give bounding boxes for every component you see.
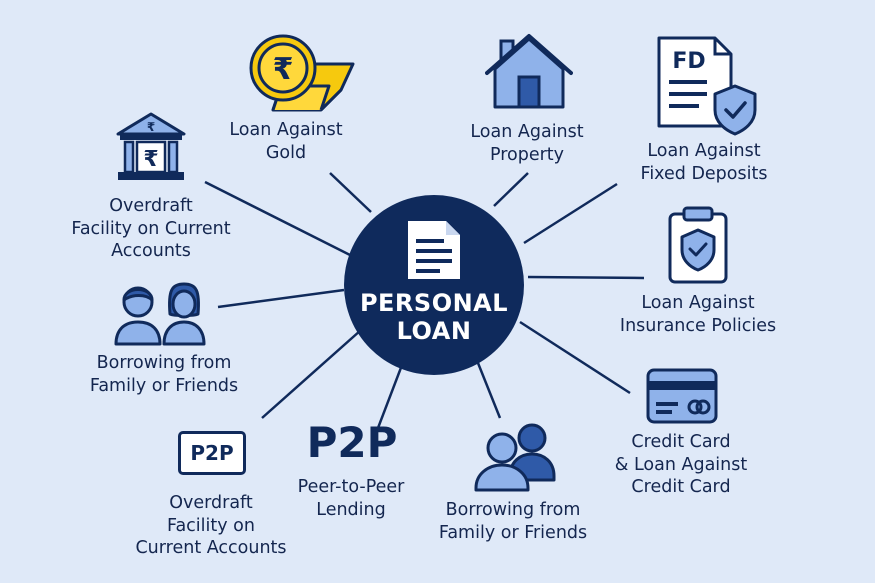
node-label-property: Loan Against Property [452, 121, 602, 166]
node-label-gold: Loan Against Gold [222, 119, 350, 164]
bank-roof-rupee: ₹ [147, 120, 155, 134]
spoke-family-left [217, 288, 345, 309]
fd-document-shield-icon: FD [657, 36, 757, 136]
label-line: Fixed Deposits [640, 163, 768, 184]
couple-icon [114, 282, 206, 346]
label-line: Current Accounts [135, 538, 287, 558]
node-label-family-left: Borrowing from Family or Friends [80, 352, 248, 397]
label-line: Loan Against [641, 293, 755, 313]
label-line: Facility on [167, 515, 255, 536]
two-people-icon [474, 423, 556, 492]
label-line: Facility on Current [71, 218, 231, 239]
node-label-family-bottom: Borrowing from Family or Friends [425, 499, 601, 544]
label-line: & Loan Against [614, 454, 748, 475]
label-line: Peer-to-Peer [297, 477, 405, 497]
label-line: Property [489, 144, 565, 165]
label-line: Lending [316, 499, 386, 520]
label-line: Family or Friends [89, 375, 239, 396]
spoke-fd [523, 182, 618, 245]
gold-coin-bar-icon: ₹ [249, 34, 355, 112]
label-line: Loan Against [470, 122, 584, 142]
label-line: Credit Card [631, 432, 731, 452]
label-line: Overdraft [169, 493, 253, 513]
label-line: Loan Against [647, 141, 761, 161]
bank-body-rupee: ₹ [143, 147, 158, 172]
p2p-box-icon: P2P [178, 431, 246, 475]
spoke-property [493, 172, 529, 207]
node-label-credit-card: Credit Card & Loan Against Credit Card [606, 431, 756, 499]
spoke-gold [329, 172, 372, 213]
label-line: Family or Friends [438, 522, 588, 543]
fd-text: FD [672, 49, 705, 74]
spoke-insurance [527, 275, 645, 280]
label-line: Borrowing from [96, 353, 232, 373]
label-line: Accounts [111, 241, 191, 261]
node-label-insurance: Loan Against Insurance Policies [605, 292, 791, 337]
p2p-text-icon: P2P [306, 418, 398, 467]
bank-rupee-icon: ₹ ₹ [116, 112, 186, 180]
spoke-family-bottom [476, 362, 502, 419]
node-label-overdraft-top: Overdraft Facility on Current Accounts [62, 195, 240, 263]
hub-title-line-1: PERSONAL [359, 289, 509, 317]
node-label-fd: Loan Against Fixed Deposits [619, 140, 789, 185]
spoke-overdraft-bottom [261, 329, 362, 419]
node-label-overdraft-bottom: Overdraft Facility on Current Accounts [126, 492, 296, 560]
node-label-p2p: Peer-to-Peer Lending [280, 476, 422, 521]
hub-title-line-2: LOAN [396, 317, 472, 345]
label-line: Borrowing from [445, 500, 581, 520]
spoke-overdraft-top [204, 180, 351, 257]
rupee-symbol: ₹ [273, 52, 294, 87]
label-line: Gold [265, 142, 307, 163]
spoke-p2p [376, 364, 404, 429]
personal-loan-hub: PERSONAL LOAN [344, 195, 524, 375]
spoke-credit-card [519, 320, 631, 395]
label-line: Overdraft [109, 196, 193, 216]
label-line: Loan Against [229, 120, 343, 140]
clipboard-shield-icon [668, 206, 728, 284]
document-icon [408, 221, 460, 279]
credit-card-icon [646, 368, 718, 424]
house-icon [485, 34, 573, 109]
label-line: Credit Card [631, 477, 731, 497]
label-line: Insurance Policies [619, 315, 777, 336]
